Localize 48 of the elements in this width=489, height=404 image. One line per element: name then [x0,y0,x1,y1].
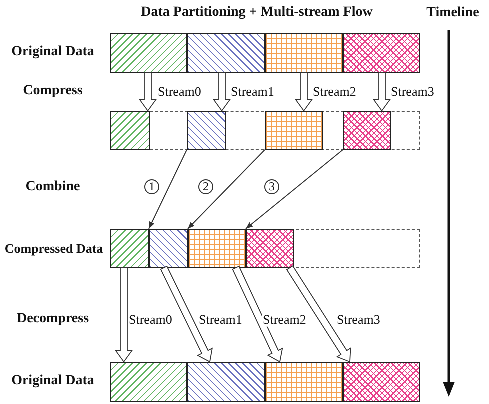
hollow-arrow [286,265,352,363]
data-block [187,33,265,73]
dashed-row-outline [110,229,420,268]
edge-label: Stream2 [312,84,358,100]
edge-label: Stream3 [336,312,382,328]
arrow [148,150,188,230]
row-label: Original Data [10,44,96,62]
diagram-title: Data Partitioning + Multi-stream Flow [140,5,374,21]
data-block [187,111,226,150]
edge-label: Stream3 [390,84,436,100]
data-block [246,229,294,268]
edge-label: Stream0 [128,312,174,328]
arrow [188,150,266,230]
data-block [265,362,343,402]
row-label: Combine [24,180,82,196]
data-block [110,111,150,150]
hollow-arrow [295,72,313,112]
data-block [265,111,323,150]
data-block [149,229,188,268]
data-block [187,362,265,402]
edge-label: Stream1 [230,84,276,100]
edge-label: Stream2 [262,312,308,328]
hollow-arrow [160,266,213,363]
data-block [343,111,391,150]
axis-label: Timeline [426,6,480,22]
data-block [265,33,343,73]
edge-label: Stream1 [198,312,244,328]
hollow-arrow [232,266,284,363]
row-label: Compress [22,84,84,100]
row-label: Original Data [10,374,96,390]
data-block [110,33,187,73]
data-block [188,229,246,268]
data-block [343,33,420,73]
data-block [110,229,149,268]
hollow-arrow [115,268,133,363]
step-number: 2 [198,180,214,194]
step-number: 3 [264,180,280,194]
step-number: 1 [144,180,160,194]
arrow [246,150,344,230]
dashed-row-outline [110,111,420,150]
hollow-arrow [213,72,231,112]
hollow-arrow [373,72,391,112]
row-label: Decompress [16,312,90,328]
data-block [110,362,187,402]
edge-label: Stream0 [157,84,202,100]
hollow-arrow [139,72,157,112]
data-block [343,362,420,402]
row-label: Compressed Data [4,241,104,257]
